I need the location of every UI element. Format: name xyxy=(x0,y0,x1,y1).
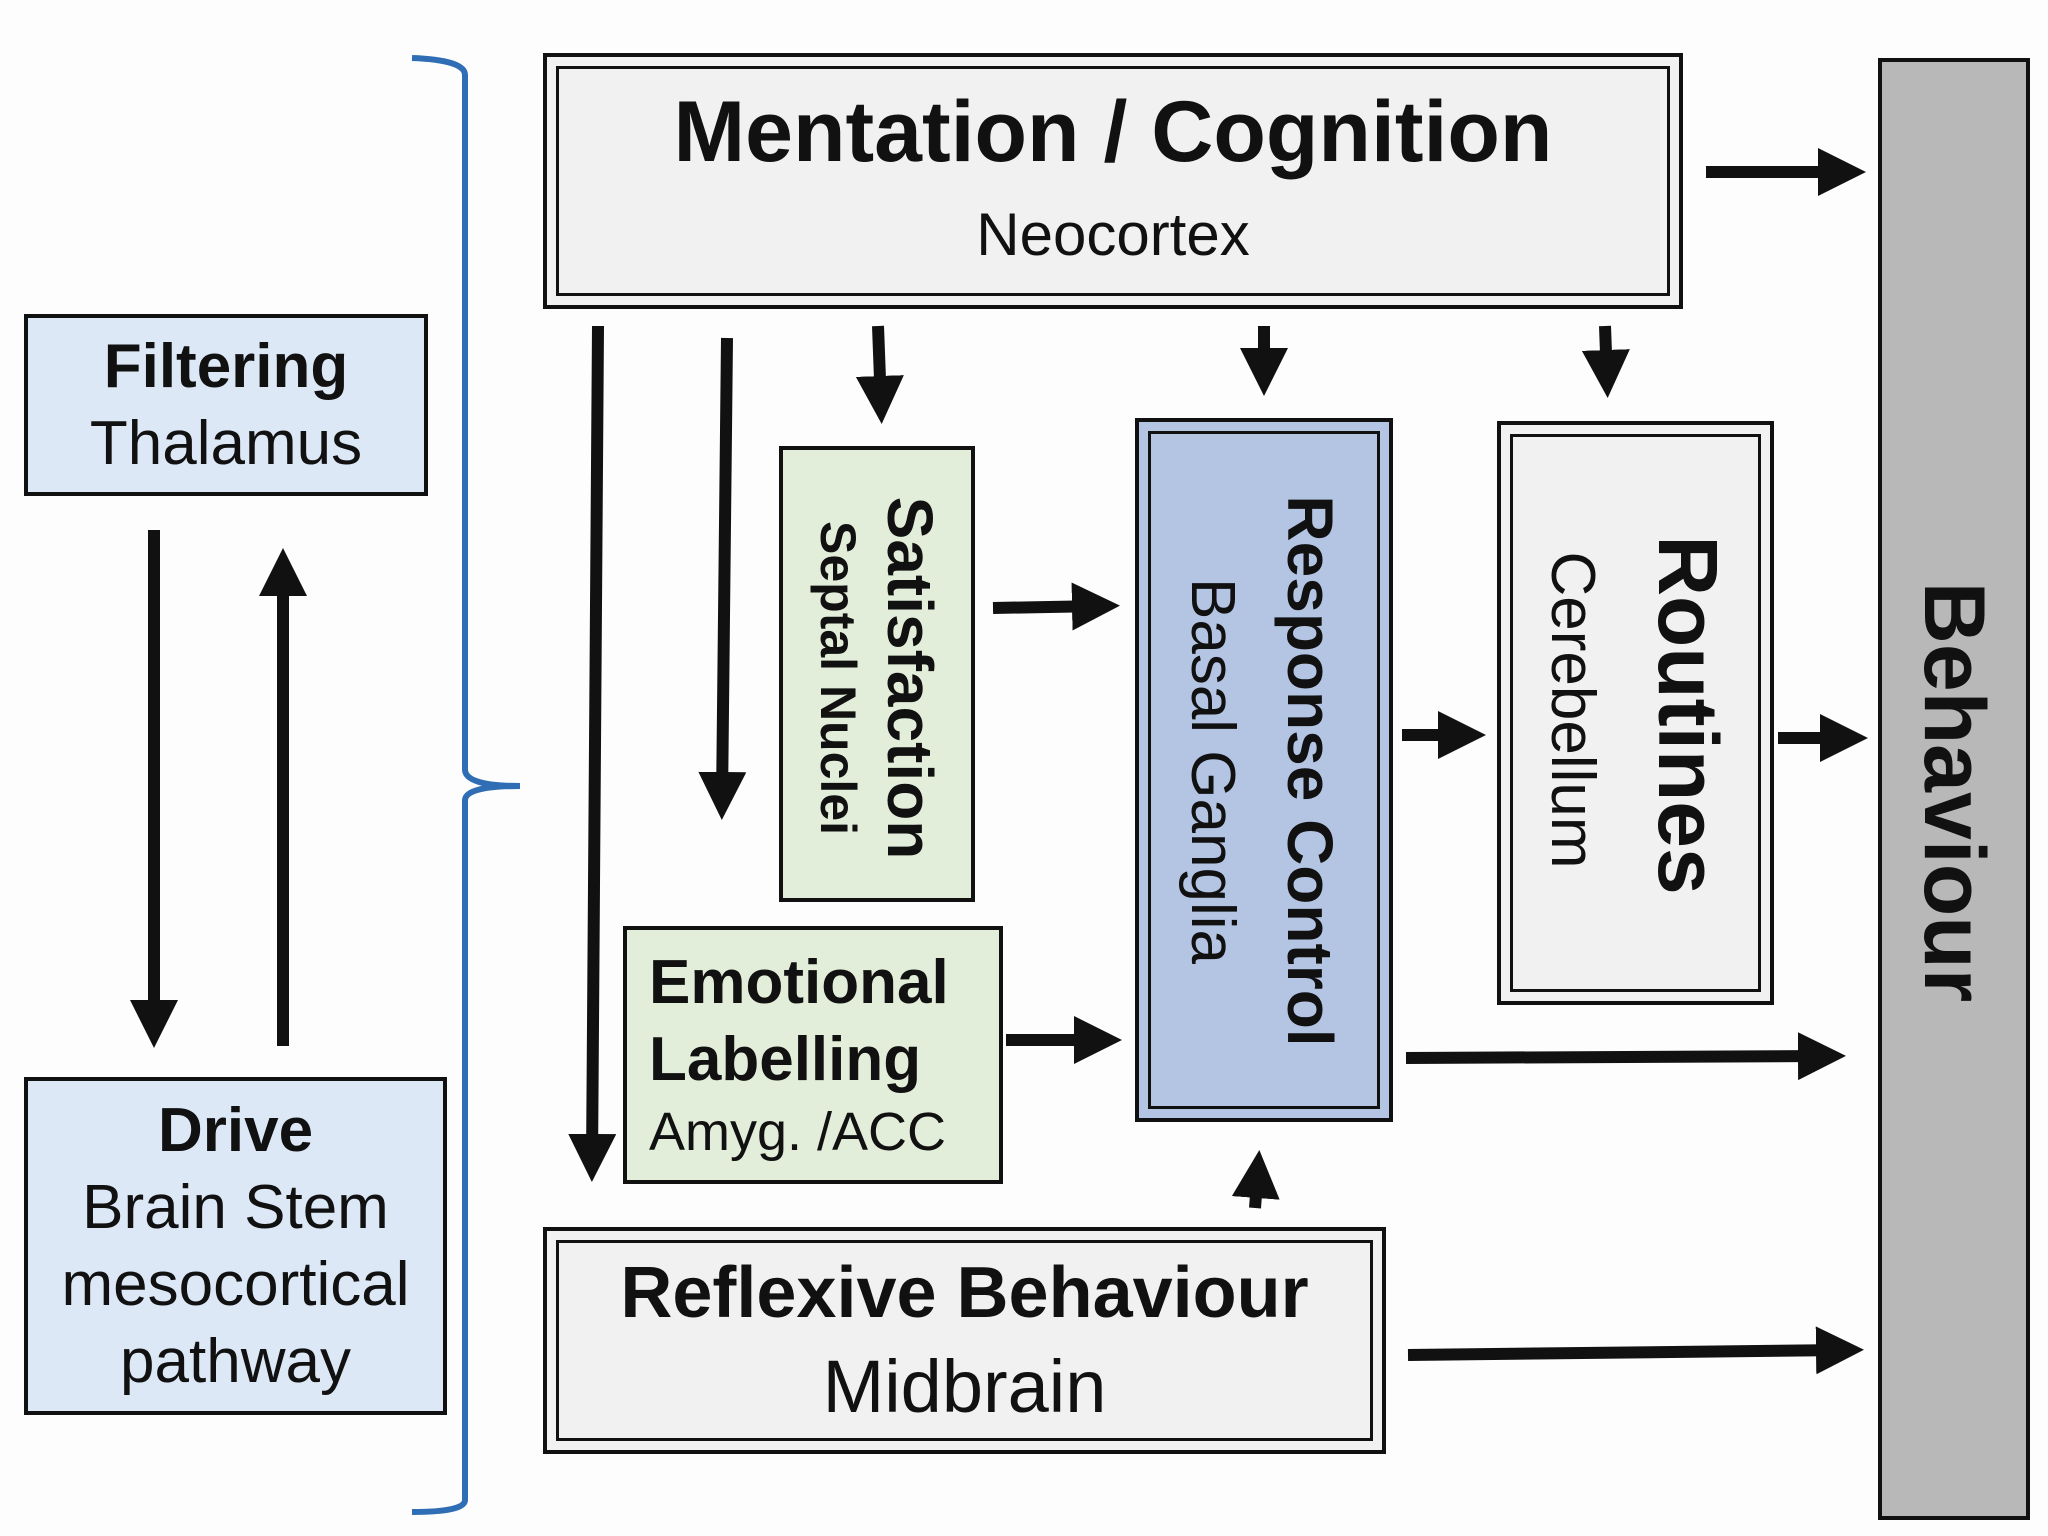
arrow-mentation-to-emotional xyxy=(698,337,747,820)
behaviour-box xyxy=(1878,58,2030,1520)
reflexive-box: Reflexive Behaviour Midbrain xyxy=(543,1227,1386,1454)
arrow-mentation-to-reflexive xyxy=(568,325,617,1182)
mentation-title: Mentation / Cognition xyxy=(673,84,1553,180)
mentation-subtitle: Neocortex xyxy=(976,201,1250,268)
emotional-box: Emotional Labelling Amyg. /ACC xyxy=(623,926,1003,1184)
arrow-reflexive-to-response xyxy=(1231,1150,1280,1209)
filtering-subtitle: Thalamus xyxy=(89,409,363,478)
filtering-title: Filtering xyxy=(103,332,349,401)
arrow-mentation-to-satisfaction xyxy=(855,325,904,424)
filtering-box: Filtering Thalamus xyxy=(24,314,428,496)
arrow-reflexive-to-behaviour xyxy=(1407,1326,1864,1375)
reflexive-subtitle: Midbrain xyxy=(822,1345,1107,1428)
arrow-satisfaction-to-response xyxy=(992,582,1120,631)
arrow-response-to-behaviour xyxy=(1405,1032,1846,1081)
response-control-box xyxy=(1135,418,1393,1122)
emotional-subtitle: Amyg. /ACC xyxy=(649,1102,947,1162)
drive-subtitle-2: mesocortical xyxy=(61,1250,410,1319)
drive-subtitle-1: Brain Stem xyxy=(82,1173,389,1242)
routines-box xyxy=(1497,421,1774,1005)
emotional-title-1: Emotional xyxy=(649,948,949,1017)
drive-box: Drive Brain Stem mesocortical pathway xyxy=(24,1077,447,1415)
drive-subtitle-3: pathway xyxy=(120,1327,351,1396)
emotional-title-2: Labelling xyxy=(649,1025,922,1094)
arrow-mentation-to-routines xyxy=(1581,325,1630,398)
mentation-box: Mentation / Cognition Neocortex xyxy=(543,53,1683,309)
satisfaction-box xyxy=(779,446,975,902)
drive-title: Drive xyxy=(157,1096,314,1165)
reflexive-title: Reflexive Behaviour xyxy=(620,1253,1309,1333)
